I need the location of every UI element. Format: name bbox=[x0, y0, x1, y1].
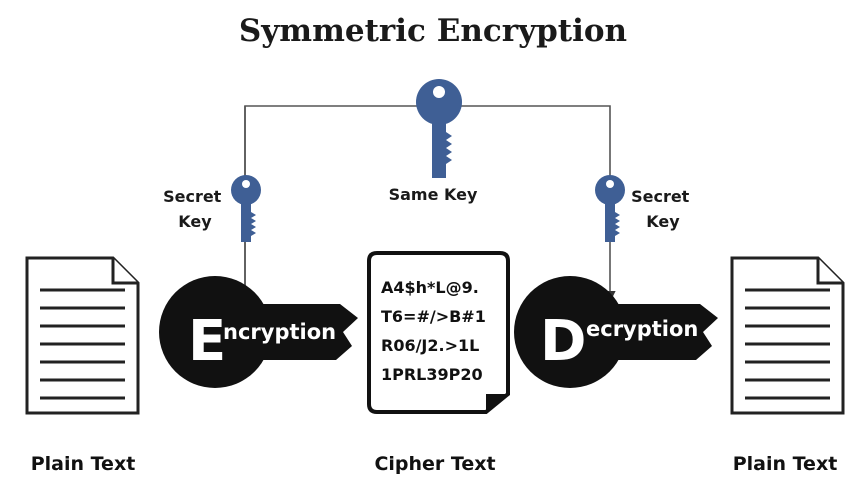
cipher-line: 1PRL39P20 bbox=[381, 365, 483, 384]
plain-text-document-right-icon bbox=[730, 256, 845, 415]
secret-key-right-label: Secret Key bbox=[631, 187, 695, 231]
cipher-text-label: Cipher Text bbox=[374, 453, 495, 475]
same-key-icon bbox=[416, 79, 462, 178]
cipher-text-document: A4$h*L@9. T6=#/>B#1 R06/J2.>1L 1PRL39P20 bbox=[367, 251, 510, 414]
encryption-rest: ncryption bbox=[223, 320, 336, 344]
diagram-title: Symmetric Encryption bbox=[239, 13, 627, 49]
cipher-line: R06/J2.>1L bbox=[381, 336, 479, 355]
decryption-rest: ecryption bbox=[586, 317, 698, 341]
same-key-label: Same Key bbox=[389, 185, 478, 204]
plain-text-document-left-icon bbox=[25, 256, 140, 415]
plain-text-right-label: Plain Text bbox=[733, 453, 838, 475]
decryption-initial: D bbox=[540, 309, 586, 374]
cipher-line: A4$h*L@9. bbox=[381, 278, 479, 297]
plain-text-left-label: Plain Text bbox=[31, 453, 136, 475]
cipher-line: T6=#/>B#1 bbox=[381, 307, 486, 326]
secret-key-right-icon bbox=[595, 175, 625, 242]
secret-key-left-icon bbox=[231, 175, 261, 242]
encryption-initial: E bbox=[188, 309, 226, 374]
secret-key-left-label: Secret Key bbox=[163, 187, 227, 231]
encryption-key-icon: E ncryption bbox=[159, 276, 358, 388]
decryption-key-icon: D ecryption bbox=[514, 276, 718, 388]
